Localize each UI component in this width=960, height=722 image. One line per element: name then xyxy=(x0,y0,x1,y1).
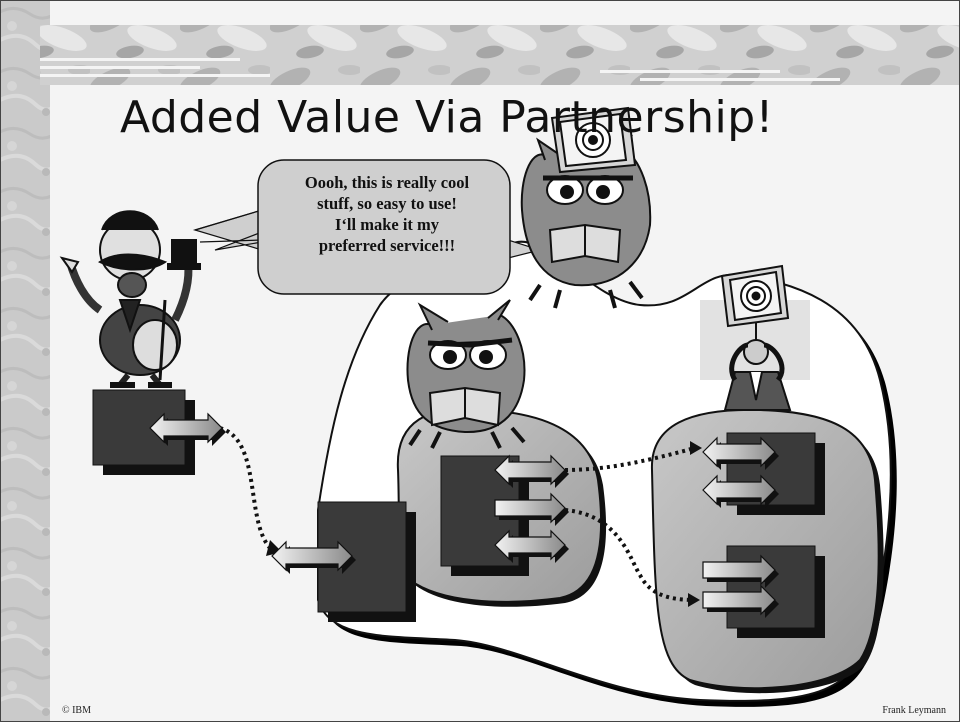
speech-line: Oooh, this is really cool xyxy=(304,173,470,192)
speech-bubble xyxy=(192,159,543,295)
reading-owl-icon xyxy=(406,299,526,449)
dotted-connector xyxy=(564,508,696,602)
speech-line: preferred service!!! xyxy=(318,236,456,255)
banner-stripes xyxy=(40,58,840,81)
arrows xyxy=(149,412,779,618)
reading-owl-icon xyxy=(520,134,652,309)
dotted-connector xyxy=(219,426,272,550)
right-arrow-icon xyxy=(702,554,776,586)
double-arrow-icon xyxy=(702,436,776,468)
speech-line: I‘ll make it my xyxy=(334,215,440,234)
footer-copyright: © IBM xyxy=(62,705,91,716)
businessman-holding-target-icon xyxy=(700,264,810,411)
dotted-connector xyxy=(564,446,696,472)
dotted-connectors xyxy=(219,426,696,602)
speech-line: stuff, so easy to use! xyxy=(317,194,457,213)
double-arrow-icon xyxy=(494,529,566,561)
double-arrow-icon xyxy=(702,474,776,506)
target-bullseye-icon xyxy=(550,106,637,174)
double-arrow-icon xyxy=(271,540,353,572)
right-arrow-icon xyxy=(494,492,566,524)
right-arrow-icon xyxy=(702,584,776,616)
slide-title: Added Value Via Partnership! xyxy=(120,92,774,143)
speech-bubble-text: Oooh, this is really cool stuff, so easy… xyxy=(262,172,512,256)
cheering-man-with-top-hat-icon xyxy=(59,210,201,388)
footer-author: Frank Leymann xyxy=(882,705,946,716)
double-arrow-icon xyxy=(494,454,566,486)
double-arrow-icon xyxy=(149,412,223,444)
